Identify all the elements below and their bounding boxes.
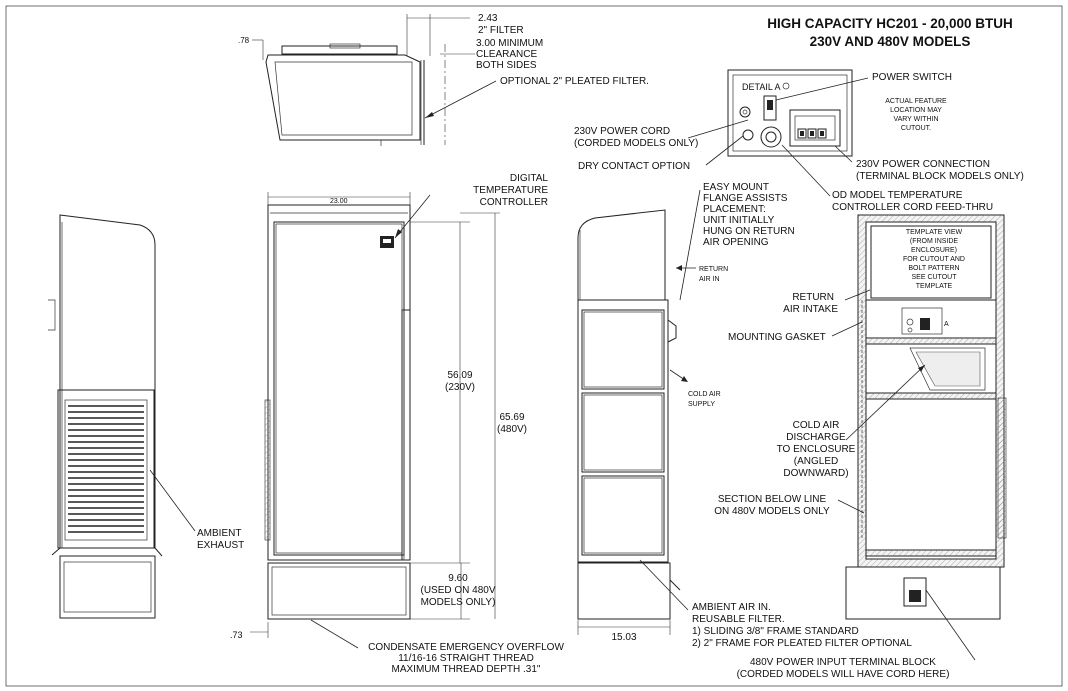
- return-intake-line-1: RETURN: [792, 292, 834, 303]
- clearance-line-1: 3.00 MINIMUM: [476, 38, 543, 49]
- feature-note-3: VARY WITHIN: [893, 116, 938, 123]
- side-view: [48, 214, 196, 619]
- controller-line-2: TEMPERATURE: [473, 185, 548, 196]
- terminal-block-line-1: 480V POWER INPUT TERMINAL BLOCK: [750, 657, 936, 668]
- detail-a-panel: [687, 69, 869, 197]
- power-conn-line-1: 230V POWER CONNECTION: [856, 159, 990, 170]
- mounting-gasket-label: MOUNTING GASKET: [728, 332, 826, 343]
- clearance-line-2: CLEARANCE: [476, 49, 537, 60]
- power-cord-line-1: 230V POWER CORD: [574, 126, 670, 137]
- template-view-line-7: TEMPLATE: [916, 283, 953, 290]
- template-view-line-4: FOR CUTOUT AND: [903, 256, 965, 263]
- easy-mount-line-4: UNIT INITIALLY: [703, 215, 775, 226]
- height-230-label: (230V): [445, 382, 475, 393]
- section-below-line-2: ON 480V MODELS ONLY: [714, 506, 830, 517]
- top-dim-078: .78: [238, 36, 250, 45]
- od-feedthru-line-1: OD MODEL TEMPERATURE: [832, 190, 963, 201]
- front-view: [250, 192, 500, 649]
- feature-note-1: ACTUAL FEATURE: [885, 98, 947, 105]
- condensate-line-3: MAXIMUM THREAD DEPTH .31": [392, 664, 541, 675]
- return-intake-line-2: AIR INTAKE: [783, 304, 838, 315]
- top-view: [252, 14, 497, 146]
- template-view-line-1: TEMPLATE VIEW: [906, 229, 963, 236]
- return-air-in-line-2: AIR IN: [699, 276, 720, 283]
- section-below-line-1: SECTION BELOW LINE: [718, 494, 827, 505]
- cold-discharge-line-5: DOWNWARD): [783, 468, 848, 479]
- power-switch-icon: [763, 95, 777, 121]
- sheet-border: [5, 5, 1063, 687]
- od-feedthru-line-2: CONTROLLER CORD FEED-THRU: [832, 202, 993, 213]
- terminal-block-icon: [903, 577, 927, 607]
- template-view-line-3: ENCLOSURE): [911, 247, 957, 254]
- clearance-line-3: BOTH SIDES: [476, 60, 537, 71]
- ambient-in-line-4: 2) 2" FRAME FOR PLEATED FILTER OPTIONAL: [692, 638, 912, 649]
- temperature-controller-icon: [380, 236, 394, 248]
- base-height-value: 9.60: [448, 573, 468, 584]
- ambient-in-line-2: REUSABLE FILTER.: [692, 614, 785, 625]
- template-view-line-6: SEE CUTOUT: [912, 274, 958, 281]
- height-480-value: 65.69: [499, 412, 524, 423]
- template-view-line-2: (FROM INSIDE: [910, 238, 959, 245]
- bottom-dim-073: .73: [230, 630, 243, 640]
- cold-air-supply-line-1: COLD AIR: [688, 391, 721, 398]
- enclosure-section-view: [831, 214, 1007, 661]
- condensate-line-1: CONDENSATE EMERGENCY OVERFLOW: [368, 642, 564, 653]
- feature-note-2: LOCATION MAY: [890, 107, 942, 114]
- depth-dim: 15.03: [611, 632, 636, 643]
- controller-line-1: DIGITAL: [510, 173, 549, 184]
- feature-note-4: CUTOUT.: [901, 125, 931, 132]
- easy-mount-line-6: AIR OPENING: [703, 237, 769, 248]
- exhaust-grille: [68, 405, 144, 533]
- ambient-in-line-1: AMBIENT AIR IN.: [692, 602, 771, 613]
- pleated-filter-label: OPTIONAL 2" PLEATED FILTER.: [500, 76, 649, 87]
- height-480-label: (480V): [497, 424, 527, 435]
- power-cord-line-2: (CORDED MODELS ONLY): [574, 138, 698, 149]
- return-air-in-line-1: RETURN: [699, 266, 728, 273]
- controller-line-3: CONTROLLER: [480, 197, 548, 208]
- top-filter-label: 2" FILTER: [478, 25, 524, 36]
- back-view: [577, 189, 701, 635]
- detail-a-marker: A: [944, 321, 949, 328]
- dry-contact-label: DRY CONTACT OPTION: [578, 161, 690, 172]
- height-230-value: 56.09: [447, 370, 472, 381]
- cold-discharge-line-1: COLD AIR: [793, 420, 840, 431]
- ambient-exhaust-line-1: AMBIENT: [197, 528, 241, 539]
- cold-air-supply-line-2: SUPPLY: [688, 401, 715, 408]
- condensate-line-2: 11/16-16 STRAIGHT THREAD: [398, 653, 534, 664]
- base-height-note-1: (USED ON 480V: [420, 585, 495, 596]
- easy-mount-line-5: HUNG ON RETURN: [703, 226, 795, 237]
- easy-mount-line-3: PLACEMENT:: [703, 204, 766, 215]
- power-conn-line-2: (TERMINAL BLOCK MODELS ONLY): [856, 171, 1024, 182]
- terminal-block-line-2: (CORDED MODELS WILL HAVE CORD HERE): [737, 669, 950, 680]
- cold-discharge-line-3: TO ENCLOSURE: [777, 444, 856, 455]
- cold-discharge-line-2: DISCHARGE: [786, 432, 846, 443]
- detail-a-label: DETAIL A: [742, 82, 781, 92]
- title-line-1: HIGH CAPACITY HC201 - 20,000 BTUH: [767, 16, 1013, 31]
- ambient-in-line-3: 1) SLIDING 3/8" FRAME STANDARD: [692, 626, 859, 637]
- easy-mount-line-1: EASY MOUNT: [703, 182, 769, 193]
- title-line-2: 230V AND 480V MODELS: [810, 34, 971, 49]
- ambient-exhaust-line-2: EXHAUST: [197, 540, 244, 551]
- easy-mount-line-2: FLANGE ASSISTS: [703, 193, 788, 204]
- base-height-note-2: MODELS ONLY): [421, 597, 496, 608]
- template-view-line-5: BOLT PATTERN: [908, 265, 959, 272]
- top-dim-243: 2.43: [478, 13, 498, 24]
- power-switch-label: POWER SWITCH: [872, 72, 952, 83]
- cold-discharge-line-4: (ANGLED: [794, 456, 838, 467]
- front-width-dim: 23.00: [330, 198, 348, 205]
